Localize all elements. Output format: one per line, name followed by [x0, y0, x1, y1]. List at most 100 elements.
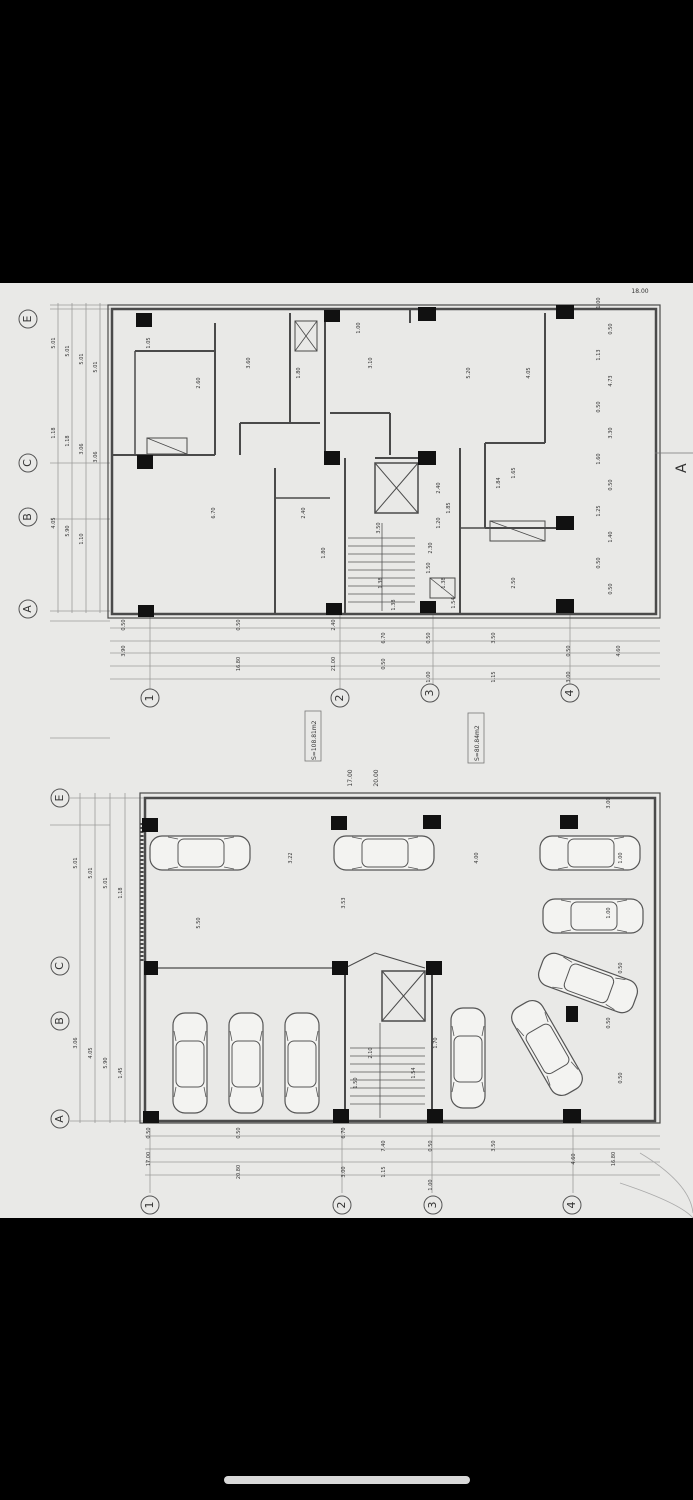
upper-right-dim: 1.60 [596, 453, 602, 464]
grid-letter: E [21, 315, 34, 322]
upper-bottom-dim: 1.15 [491, 671, 497, 682]
upper-right-dim: 0.50 [608, 479, 614, 490]
lower-left-dim: 1.45 [118, 1067, 124, 1078]
upper-left-dim: 5.90 [65, 525, 71, 536]
home-indicator[interactable] [224, 1476, 470, 1484]
lower-left-dim: 5.90 [103, 1057, 109, 1068]
lower-bottom-dim: 17.00 [146, 1152, 152, 1166]
lower-right-dim: 0.50 [618, 962, 624, 973]
lower-inner-dim: 5.50 [196, 917, 202, 928]
lower-bottom-dim: 1.15 [381, 1166, 387, 1177]
upper-bottom-dim: 3.00 [566, 671, 572, 682]
grid-number: 4 [563, 690, 576, 697]
upper-bottom-dim: 3.90 [121, 645, 127, 656]
lower-right-dim: 3.00 [606, 797, 612, 808]
upper-inner-dim: 1.38 [378, 577, 384, 588]
grid-number: 3 [423, 690, 436, 697]
grid-letter: A [21, 605, 34, 613]
upper-left-dim: 3.06 [93, 451, 99, 462]
lower-left-dim: 5.01 [103, 877, 109, 888]
upper-inner-dim: 1.20 [436, 517, 442, 528]
grid-number: 2 [335, 1202, 348, 1209]
lower-inner-dim: 2.10 [368, 1047, 374, 1058]
lower-bottom-dim: 0.50 [428, 1140, 434, 1151]
upper-inner-dim: 1.00 [356, 322, 362, 333]
lower-bottom-dim: 4.60 [571, 1153, 577, 1164]
parked-cars [149, 835, 644, 1114]
upper-inner-dim: 4.05 [526, 367, 532, 378]
upper-bottom-dim: 0.50 [566, 645, 572, 656]
grid-letter: C [53, 962, 66, 970]
upper-inner-dim: 1.80 [321, 547, 327, 558]
upper-top-dim: 18.00 [631, 288, 648, 295]
lower-bottom-dim: 20.80 [236, 1165, 242, 1179]
grid-number: 4 [565, 1202, 578, 1209]
upper-left-dim: 3.06 [79, 443, 85, 454]
lower-top-dim: 17.00 [347, 769, 354, 786]
upper-left-dim: 5.01 [51, 337, 57, 348]
upper-inner-dim: 1.38 [441, 577, 447, 588]
upper-left-dim: 1.10 [79, 533, 85, 544]
upper-left-dim: 5.01 [65, 345, 71, 356]
upper-inner-dim: 2.50 [511, 577, 517, 588]
dimension-labels: 18.005.015.015.015.011.181.183.063.064.0… [51, 288, 649, 1191]
grid-number: 2 [333, 695, 346, 702]
grid-letter: B [53, 1017, 66, 1025]
upper-inner-dim: 1.84 [496, 477, 502, 488]
upper-bottom-dim: 0.50 [121, 619, 127, 630]
upper-bottom-dim: 2.40 [331, 619, 337, 630]
upper-inner-dim: 1.50 [426, 562, 432, 573]
upper-left-dim: 4.05 [51, 517, 57, 528]
lower-bottom-dim: 0.50 [146, 1127, 152, 1138]
upper-right-dim: 0.50 [608, 583, 614, 594]
upper-inner-dim: 6.70 [211, 507, 217, 518]
upper-right-dim: 1.00 [596, 297, 602, 308]
lower-floor-plan [139, 792, 661, 1124]
lower-right-dim: 1.00 [606, 907, 612, 918]
lower-bottom-dim: 7.40 [381, 1140, 387, 1151]
upper-right-dim: 0.50 [596, 401, 602, 412]
upper-inner-dim: 2.30 [428, 542, 434, 553]
lower-stairs [350, 1023, 425, 1118]
upper-bottom-dim: 1.00 [426, 671, 432, 682]
upper-inner-dim: 1.80 [296, 367, 302, 378]
upper-bottom-dim: 3.50 [491, 632, 497, 643]
lower-top-dim-2: 20.00 [373, 769, 380, 786]
lower-right-dim: 0.50 [618, 1072, 624, 1083]
section-mark: A [674, 463, 690, 473]
lower-left-dim: 5.01 [88, 867, 94, 878]
lower-inner-dim: 3.53 [341, 897, 347, 908]
upper-bottom-dim: 16.80 [236, 657, 242, 671]
upper-inner-dim: 2.60 [196, 377, 202, 388]
grid-letter: C [21, 459, 34, 467]
upper-inner-dim: 2.40 [301, 507, 307, 518]
upper-bottom-dim: 0.50 [236, 619, 242, 630]
grid-letter: B [21, 513, 34, 521]
lower-columns [142, 815, 581, 1123]
upper-inner-dim: 3.10 [368, 357, 374, 368]
lower-right-dim: 1.00 [618, 852, 624, 863]
grid-number: 3 [426, 1202, 439, 1209]
lower-left-dim: 4.05 [88, 1047, 94, 1058]
lower-right-dim: 0.50 [606, 1017, 612, 1028]
upper-inner-dim: 1.38 [391, 599, 397, 610]
upper-bottom-dim: 21.00 [331, 657, 337, 671]
upper-inner-dim: 2.40 [436, 482, 442, 493]
lower-inner-dim: 1.70 [433, 1037, 439, 1048]
upper-inner-dim: 5.20 [466, 367, 472, 378]
upper-inner-dim: 3.60 [246, 357, 252, 368]
upper-inner-dim: 1.85 [446, 502, 452, 513]
grid-number: 1 [143, 695, 156, 702]
upper-bottom-dim: 0.50 [426, 632, 432, 643]
upper-inner-dim: 1.54 [451, 597, 457, 608]
grid-bubbles [18, 309, 582, 1215]
upper-right-dim: 3.30 [608, 427, 614, 438]
upper-left-dim: 5.01 [79, 353, 85, 364]
upper-bottom-dim: 0.50 [381, 658, 387, 669]
lower-bottom-dim: 3.50 [491, 1140, 497, 1151]
upper-inner-dim: 1.05 [146, 337, 152, 348]
lower-bottom-dim: 1.00 [428, 1179, 434, 1190]
